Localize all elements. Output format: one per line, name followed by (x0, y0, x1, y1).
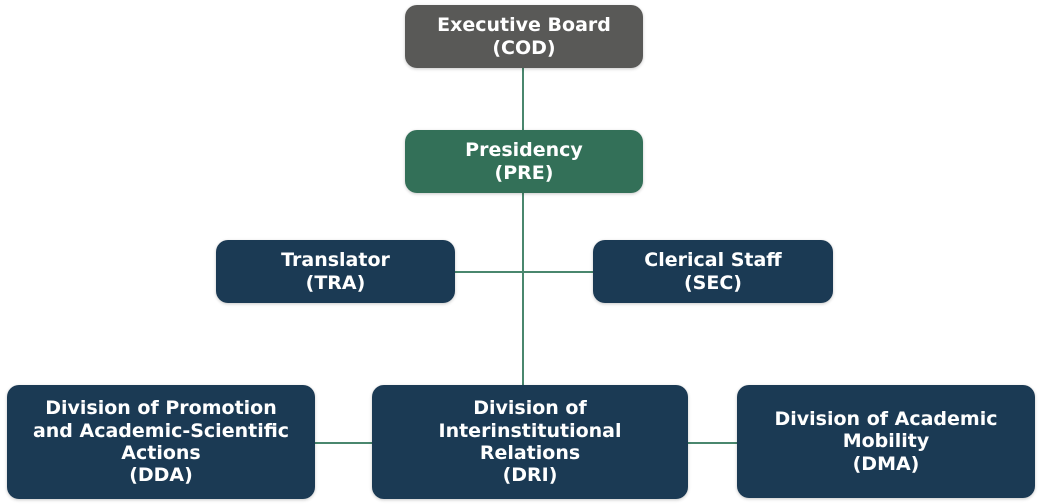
connector-cod-pre (522, 68, 524, 130)
connector-pre-dri (522, 193, 524, 385)
node-presidency: Presidency (PRE) (405, 130, 643, 193)
node-division-academic-mobility: Division of Academic Mobility (DMA) (737, 385, 1035, 498)
node-translator-title: Translator (281, 249, 390, 272)
node-division-promotion-title: Division of Promotion and Academic-Scien… (32, 397, 290, 464)
connector-tra-sec (455, 271, 593, 273)
connector-dri-dma (688, 442, 737, 444)
node-executive-board: Executive Board (COD) (405, 5, 643, 68)
node-division-interinstitutional-title: Division of Interinstitutional Relations (438, 397, 622, 464)
node-executive-board-title: Executive Board (437, 14, 611, 37)
node-division-promotion-code: (DDA) (129, 464, 193, 487)
node-translator-code: (TRA) (305, 271, 366, 294)
node-division-interinstitutional-code: (DRI) (502, 464, 558, 487)
node-division-promotion: Division of Promotion and Academic-Scien… (7, 385, 315, 499)
node-clerical-staff-code: (SEC) (684, 271, 742, 294)
node-presidency-code: (PRE) (494, 161, 554, 184)
node-clerical-staff: Clerical Staff (SEC) (593, 240, 833, 303)
node-clerical-staff-title: Clerical Staff (644, 249, 782, 272)
node-translator: Translator (TRA) (216, 240, 455, 303)
connector-dda-dri (315, 442, 372, 444)
node-presidency-title: Presidency (465, 139, 583, 162)
node-division-academic-mobility-code: (DMA) (852, 452, 920, 475)
node-executive-board-code: (COD) (492, 36, 556, 59)
node-division-interinstitutional: Division of Interinstitutional Relations… (372, 385, 688, 499)
node-division-academic-mobility-title: Division of Academic Mobility (774, 407, 998, 453)
